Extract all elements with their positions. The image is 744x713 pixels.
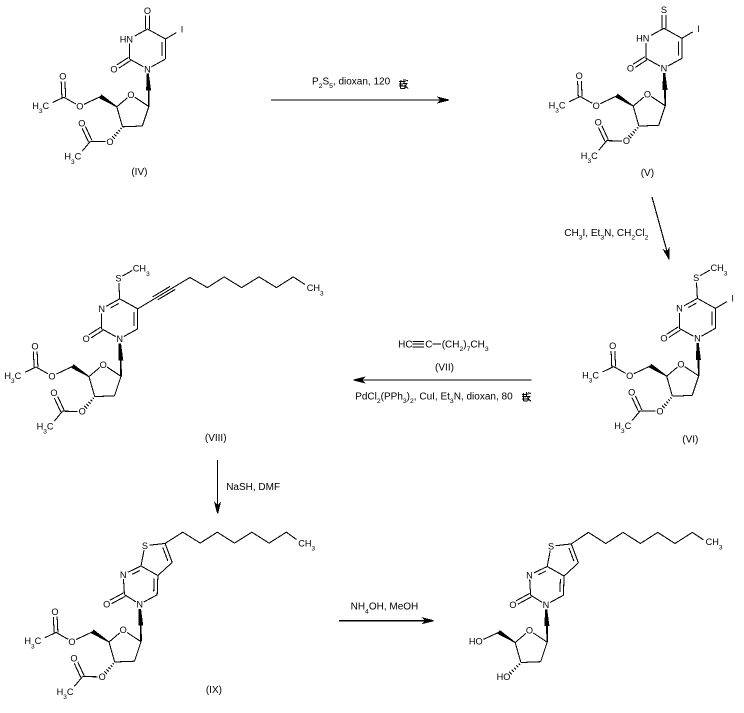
svg-text:N: N bbox=[136, 600, 143, 610]
svg-text:N: N bbox=[116, 334, 123, 344]
svg-text:O: O bbox=[626, 371, 633, 381]
svg-text:O: O bbox=[509, 600, 516, 610]
svg-text:O: O bbox=[68, 637, 75, 647]
svg-text:(IX): (IX) bbox=[206, 685, 222, 696]
svg-text:O: O bbox=[99, 672, 106, 682]
svg-text:O: O bbox=[144, 6, 151, 16]
svg-text:O: O bbox=[31, 342, 38, 352]
svg-text:O: O bbox=[576, 71, 583, 81]
svg-text:(VII): (VII) bbox=[435, 362, 454, 373]
svg-text:(V): (V) bbox=[641, 168, 654, 179]
svg-text:O: O bbox=[120, 625, 127, 635]
svg-text:O: O bbox=[51, 607, 58, 617]
svg-text:NaSH, DMF: NaSH, DMF bbox=[226, 482, 280, 493]
svg-text:O: O bbox=[644, 89, 651, 99]
svg-text:O: O bbox=[595, 118, 602, 128]
svg-text:O: O bbox=[76, 102, 83, 112]
svg-text:(VI): (VI) bbox=[682, 434, 698, 445]
svg-text:(VIII): (VIII) bbox=[205, 433, 227, 444]
svg-text:O: O bbox=[106, 137, 113, 147]
svg-text:N: N bbox=[144, 64, 151, 74]
svg-text:O: O bbox=[79, 407, 86, 417]
svg-text:C: C bbox=[425, 340, 432, 351]
svg-text:(IV): (IV) bbox=[131, 167, 147, 178]
svg-text:S: S bbox=[142, 541, 148, 551]
svg-text:O: O bbox=[110, 64, 117, 74]
svg-text:O: O bbox=[59, 72, 66, 82]
svg-text:N: N bbox=[120, 570, 127, 580]
svg-text:HC: HC bbox=[398, 340, 412, 351]
svg-text:N: N bbox=[543, 600, 550, 610]
svg-text:HN: HN bbox=[636, 34, 649, 44]
svg-text:N: N bbox=[526, 570, 533, 580]
svg-text:O: O bbox=[526, 626, 533, 636]
svg-text:O: O bbox=[83, 334, 90, 344]
svg-text:O: O bbox=[593, 101, 600, 111]
svg-text:HO: HO bbox=[497, 672, 511, 682]
svg-text:N: N bbox=[98, 304, 105, 314]
svg-text:O: O bbox=[70, 654, 77, 664]
svg-text:O: O bbox=[627, 64, 634, 74]
svg-text:O: O bbox=[50, 388, 57, 398]
svg-text:I: I bbox=[731, 294, 734, 304]
svg-text:O: O bbox=[677, 359, 684, 369]
svg-text:O: O bbox=[623, 136, 630, 146]
svg-text:N: N bbox=[661, 64, 668, 74]
svg-text:I: I bbox=[181, 25, 184, 35]
svg-text:HN: HN bbox=[120, 34, 133, 44]
svg-text:O: O bbox=[100, 360, 107, 370]
svg-text:N: N bbox=[694, 334, 701, 344]
svg-text:O: O bbox=[628, 388, 635, 398]
svg-text:O: O bbox=[127, 90, 134, 100]
svg-text:O: O bbox=[656, 406, 663, 416]
svg-text:O: O bbox=[660, 334, 667, 344]
svg-text:S: S bbox=[115, 274, 121, 284]
svg-text:S: S bbox=[548, 542, 554, 552]
svg-text:O: O bbox=[609, 341, 616, 351]
svg-text:S: S bbox=[661, 5, 667, 15]
svg-text:I: I bbox=[697, 24, 700, 34]
svg-text:N: N bbox=[676, 304, 683, 314]
svg-text:S: S bbox=[693, 273, 699, 283]
svg-text:O: O bbox=[48, 371, 55, 381]
svg-text:HO: HO bbox=[469, 637, 483, 647]
svg-text:O: O bbox=[78, 118, 85, 128]
svg-text:O: O bbox=[103, 600, 110, 610]
